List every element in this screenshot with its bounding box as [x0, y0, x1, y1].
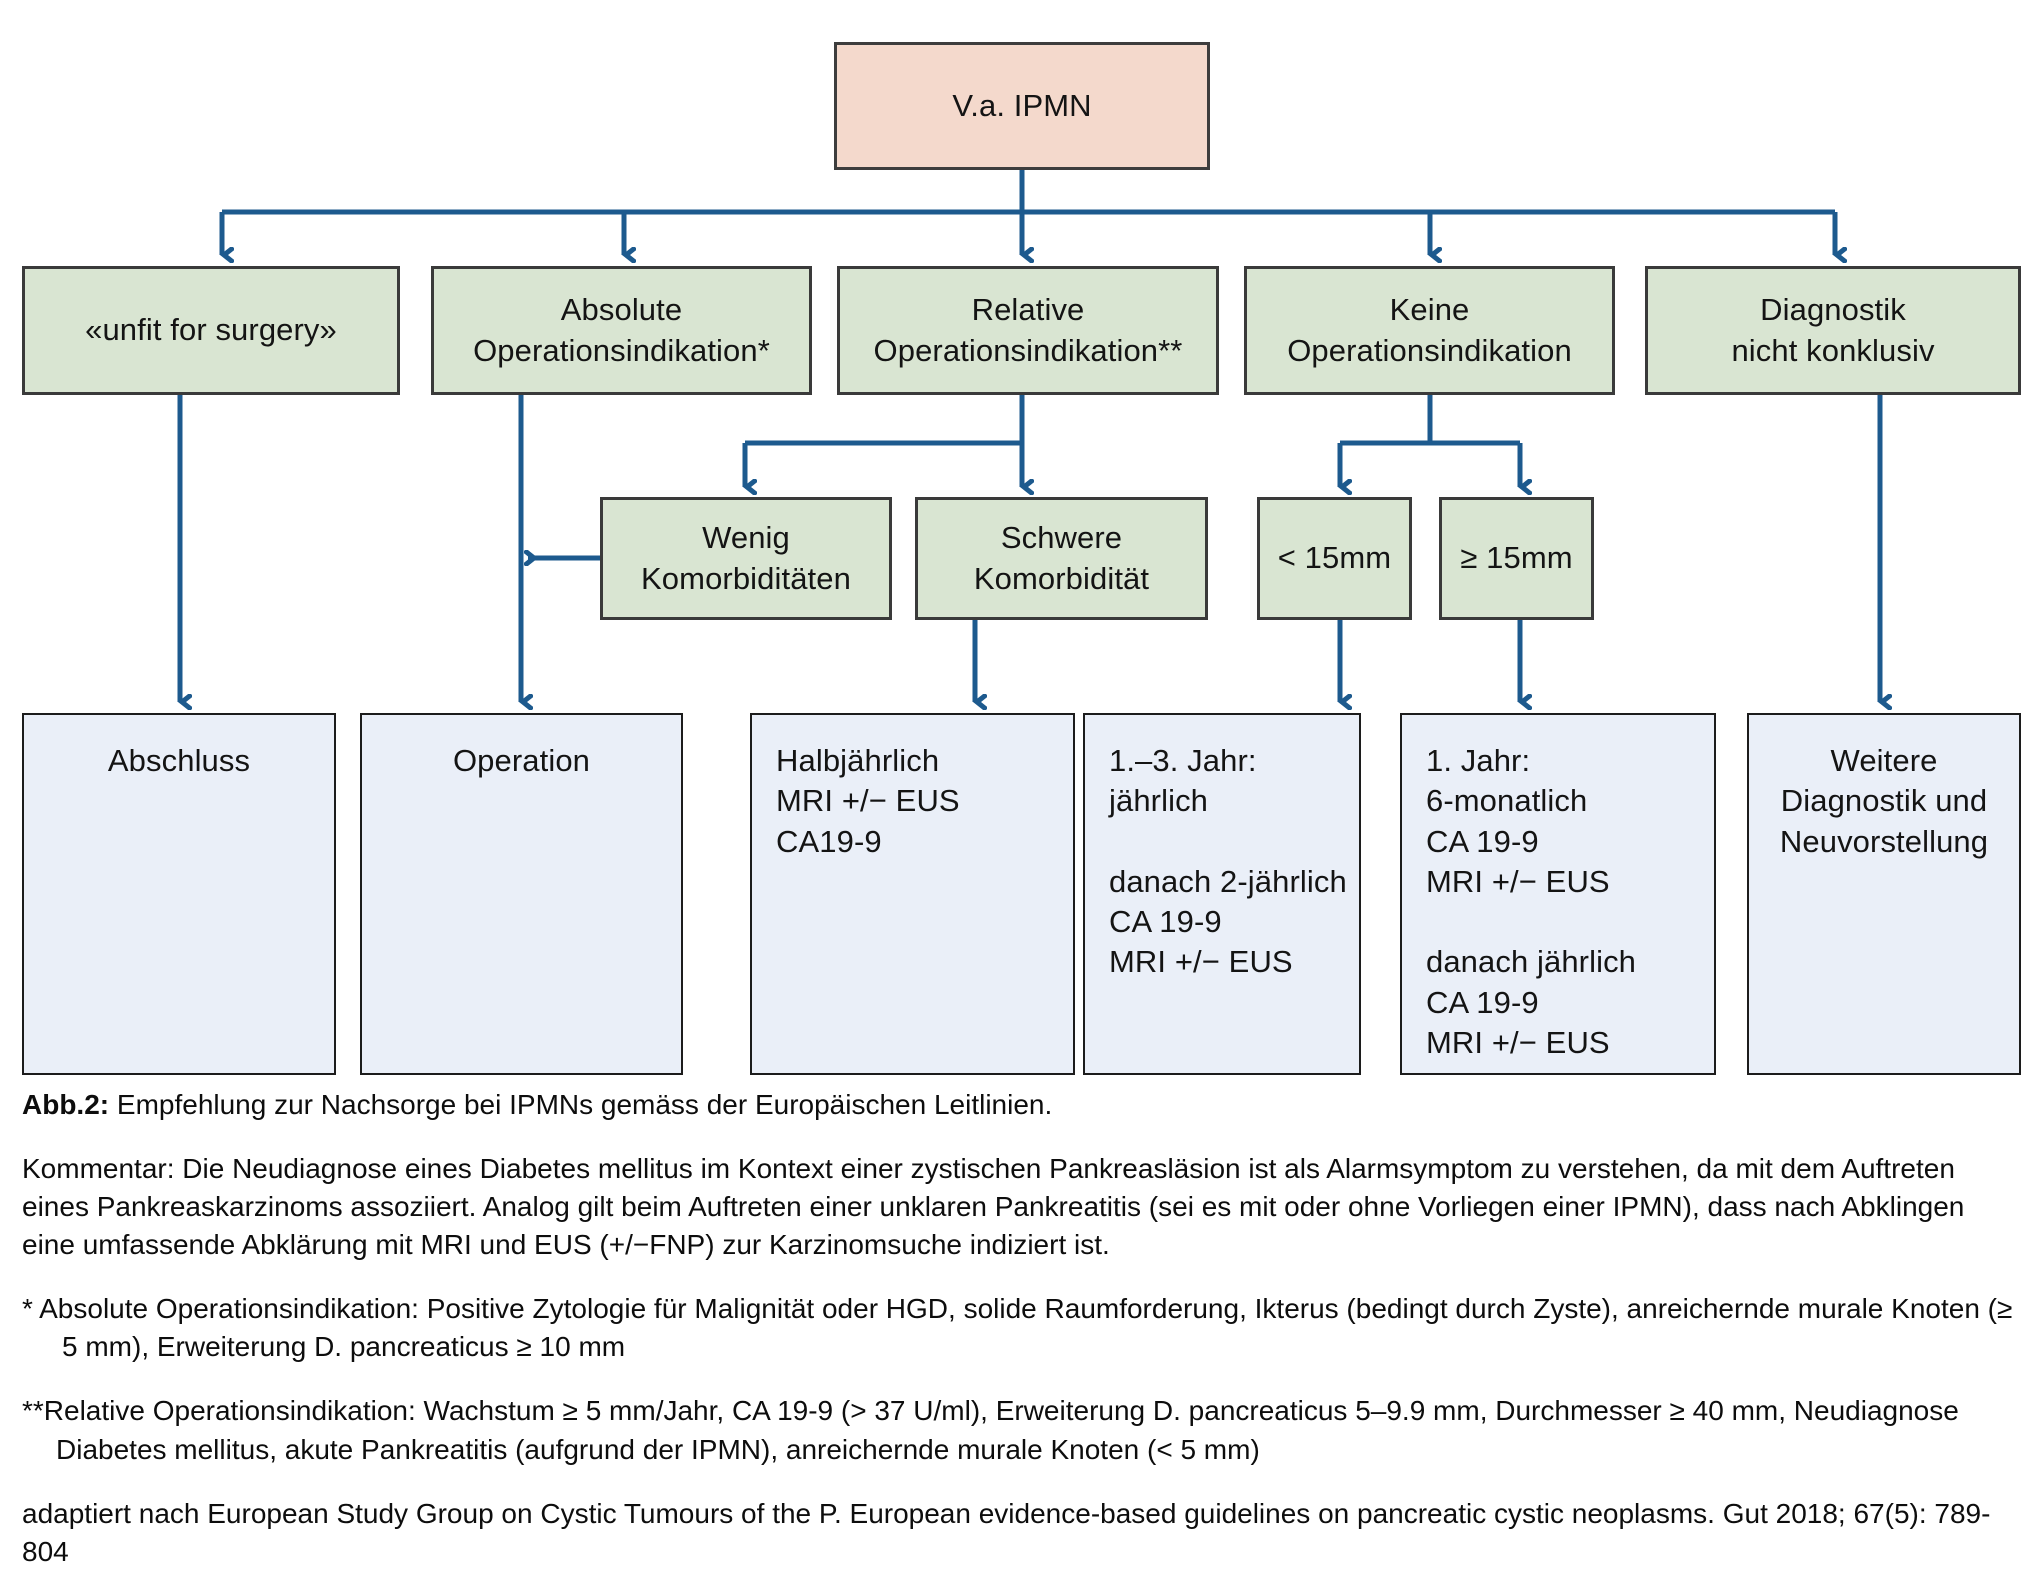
source-reference: adaptiert nach European Study Group on C…	[22, 1497, 1991, 1567]
footnote-relative-indikation: **Relative Operationsindikation: Wachstu…	[22, 1395, 1959, 1465]
outcome-weitere-diagnostik[interactable]: Weitere Diagnostik und Neuvorstellung	[1747, 713, 2021, 1075]
node-label: Operation	[452, 743, 591, 778]
node-label: 1. Jahr: 6-monatlich CA 19-9 MRI +/− EUS…	[1426, 743, 1637, 1061]
node-label: Schwere Komorbidität	[973, 520, 1150, 596]
footnote-absolute-indikation: * Absolute Operationsindikation: Positiv…	[22, 1293, 2013, 1363]
node-label: Halbjährlich MRI +/− EUS CA19-9	[776, 743, 960, 859]
node-size-gte-15mm[interactable]: ≥ 15mm	[1439, 497, 1594, 620]
node-absolute-operationsindikation[interactable]: Absolute Operationsindikation*	[431, 266, 812, 395]
node-diagnostik-nicht-konklusiv[interactable]: Diagnostik nicht konklusiv	[1645, 266, 2021, 395]
node-relative-operationsindikation[interactable]: Relative Operationsindikation**	[837, 266, 1219, 395]
node-label: ≥ 15mm	[1460, 540, 1573, 576]
outcome-halbjaehrlich-surveillance[interactable]: Halbjährlich MRI +/− EUS CA19-9	[750, 713, 1075, 1075]
node-label: Keine Operationsindikation	[1287, 292, 1572, 368]
outcome-jahr-1-surveillance[interactable]: 1. Jahr: 6-monatlich CA 19-9 MRI +/− EUS…	[1400, 713, 1716, 1075]
node-schwere-komorbiditaet[interactable]: Schwere Komorbidität	[915, 497, 1208, 620]
node-label: Relative Operationsindikation**	[873, 292, 1183, 368]
figure-caption-block: Abb.2: Empfehlung zur Nachsorge bei IPMN…	[22, 1086, 2022, 1571]
node-label: Absolute Operationsindikation*	[473, 292, 770, 368]
node-label: «unfit for surgery»	[85, 312, 337, 348]
node-label: 1.–3. Jahr: jährlich danach 2-jährlich C…	[1109, 743, 1347, 980]
figure-number: Abb.2:	[22, 1089, 110, 1120]
figure-title: Empfehlung zur Nachsorge bei IPMNs gemäs…	[109, 1089, 1053, 1120]
node-label: Diagnostik nicht konklusiv	[1731, 292, 1935, 368]
node-wenig-komorbiditaeten[interactable]: Wenig Komorbiditäten	[600, 497, 892, 620]
node-size-lt-15mm[interactable]: < 15mm	[1257, 497, 1412, 620]
node-unfit-for-surgery[interactable]: «unfit for surgery»	[22, 266, 400, 395]
node-label: Weitere Diagnostik und Neuvorstellung	[1779, 743, 1989, 859]
outcome-jahr-1-3-surveillance[interactable]: 1.–3. Jahr: jährlich danach 2-jährlich C…	[1083, 713, 1361, 1075]
outcome-operation[interactable]: Operation	[360, 713, 683, 1075]
node-label: Wenig Komorbiditäten	[641, 520, 851, 596]
flowchart: V.a. IPMN «unfit for surgery» Absolute O…	[22, 42, 2021, 1075]
node-label: V.a. IPMN	[952, 87, 1092, 123]
node-keine-operationsindikation[interactable]: Keine Operationsindikation	[1244, 266, 1615, 395]
node-root-va-ipmn[interactable]: V.a. IPMN	[834, 42, 1210, 170]
outcome-abschluss[interactable]: Abschluss	[22, 713, 336, 1075]
kommentar-paragraph: Kommentar: Die Neudiagnose eines Diabete…	[22, 1153, 1965, 1261]
node-label: < 15mm	[1277, 540, 1392, 576]
figure-caption: Abb.2: Empfehlung zur Nachsorge bei IPMN…	[22, 1086, 2022, 1124]
node-label: Abschluss	[107, 743, 251, 778]
